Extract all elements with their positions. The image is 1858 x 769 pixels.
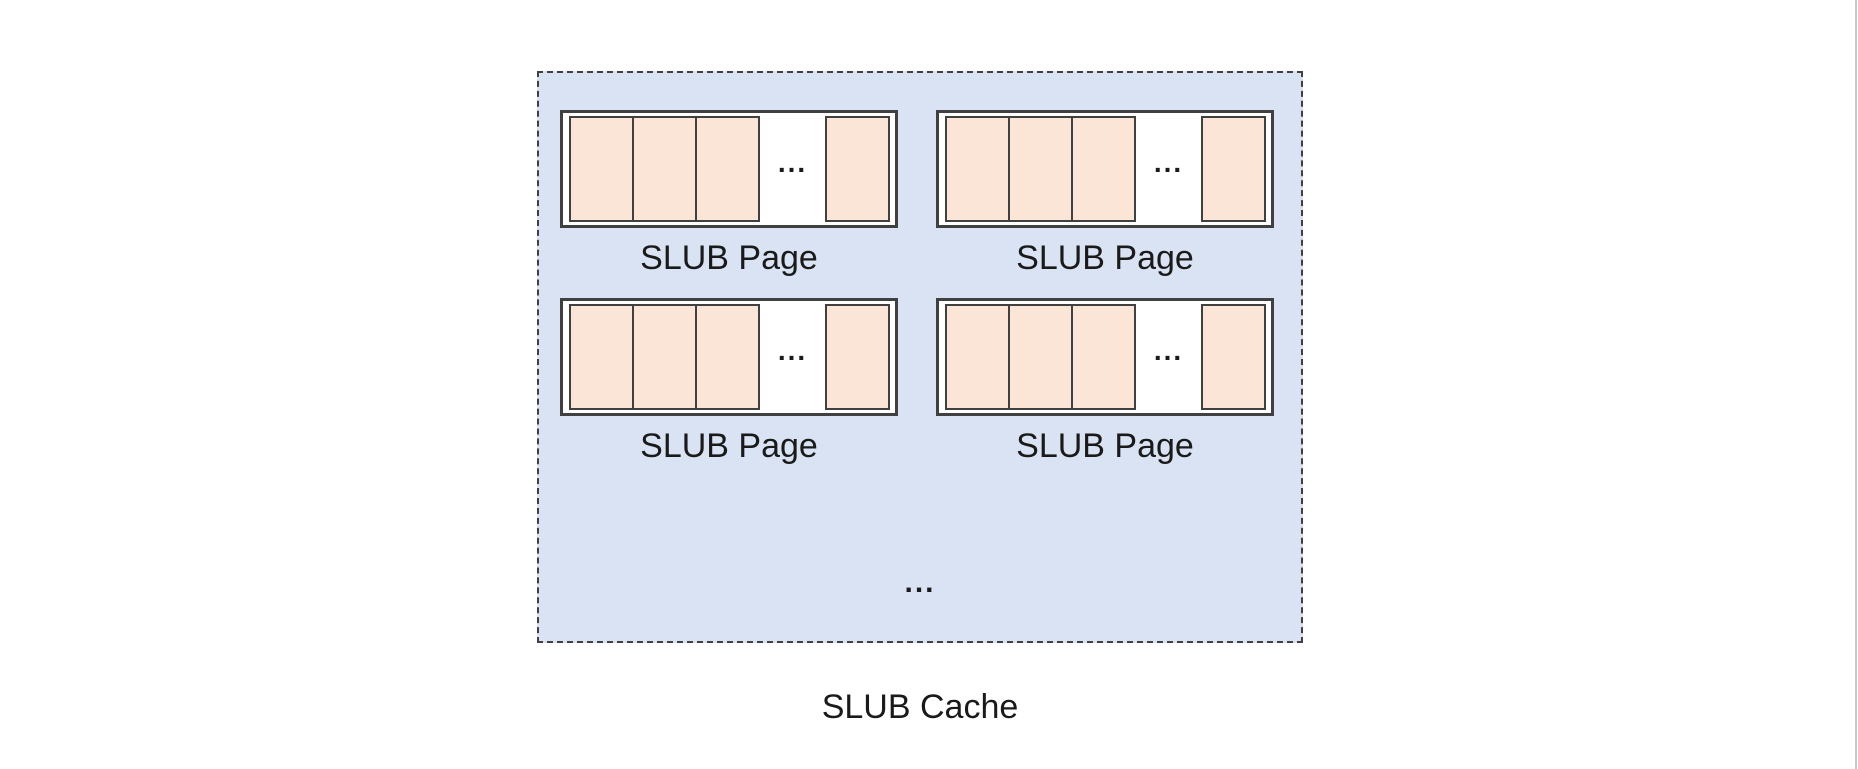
page-ellipsis: ... xyxy=(777,335,808,366)
slub-page-label: SLUB Page xyxy=(640,427,818,465)
page-ellipsis: ... xyxy=(777,147,808,178)
slub-page-box: ... xyxy=(936,298,1274,416)
slub-page-box: ... xyxy=(560,298,898,416)
object-slot xyxy=(1071,304,1136,410)
slot-gap: ... xyxy=(1136,301,1201,413)
slub-page-box: ... xyxy=(936,110,1274,228)
slub-cache-box: ... SLUB Page ... SLUB Page xyxy=(537,71,1303,643)
slot-gap: ... xyxy=(1136,113,1201,225)
object-slot xyxy=(1008,304,1073,410)
object-slot xyxy=(1071,116,1136,222)
object-slot xyxy=(632,304,697,410)
object-slot xyxy=(695,304,760,410)
object-slot xyxy=(695,116,760,222)
object-slot xyxy=(945,304,1010,410)
slub-page-label: SLUB Page xyxy=(640,239,818,277)
object-slot xyxy=(1008,116,1073,222)
slub-page-box: ... xyxy=(560,110,898,228)
object-slot xyxy=(825,304,890,410)
page-ellipsis: ... xyxy=(1153,147,1184,178)
slub-page-label: SLUB Page xyxy=(1016,427,1194,465)
slub-page-label: SLUB Page xyxy=(1016,239,1194,277)
object-slot xyxy=(1201,304,1266,410)
window-edge-line xyxy=(1855,0,1857,769)
slub-cache-label: SLUB Cache xyxy=(821,688,1019,726)
cache-ellipsis: ... xyxy=(904,566,936,599)
slub-page-cell: ... SLUB Page xyxy=(560,110,898,278)
object-slot xyxy=(945,116,1010,222)
slot-gap: ... xyxy=(760,301,825,413)
slub-page-cell: ... SLUB Page xyxy=(560,298,898,466)
object-slot xyxy=(825,116,890,222)
object-slot xyxy=(569,116,634,222)
object-slot xyxy=(632,116,697,222)
object-slot xyxy=(569,304,634,410)
slub-page-cell: ... SLUB Page xyxy=(936,110,1274,278)
slot-gap: ... xyxy=(760,113,825,225)
slub-page-cell: ... SLUB Page xyxy=(936,298,1274,466)
object-slot xyxy=(1201,116,1266,222)
page-ellipsis: ... xyxy=(1153,335,1184,366)
